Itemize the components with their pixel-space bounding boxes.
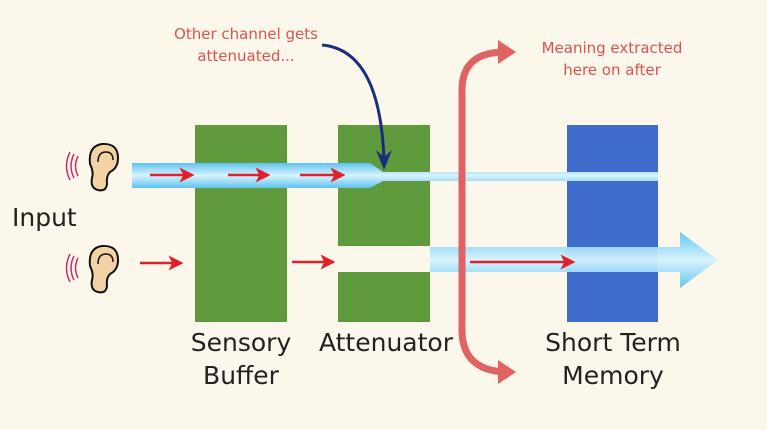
short-term-memory-block	[567, 125, 658, 322]
meaning-boundary-bracket	[458, 48, 509, 376]
attenuator-label: Attenuator	[319, 328, 454, 357]
meaning-note-line2: here on after	[563, 61, 661, 79]
sensory-buffer-label-line2: Buffer	[203, 361, 280, 390]
ear-icon	[65, 142, 120, 192]
bracket-arrowhead-bottom	[498, 360, 516, 384]
short-term-memory-label-line2: Memory	[562, 361, 664, 390]
bracket-arrowhead-top	[498, 40, 516, 64]
attenuated-note-line1: Other channel gets	[174, 25, 318, 43]
ear-icon	[65, 244, 120, 294]
attenuator-block-bottom	[338, 272, 430, 322]
input-label: Input	[12, 203, 77, 232]
sensory-buffer-block	[195, 125, 287, 322]
short-term-memory-label-line1: Short Term	[545, 328, 681, 357]
meaning-note-line1: Meaning extracted	[542, 39, 683, 57]
attenuation-arrowhead	[376, 150, 392, 170]
sensory-buffer-label-line1: Sensory	[191, 328, 292, 357]
attenuation-annotation-arrow	[321, 43, 386, 161]
attenuated-note-line2: attenuated...	[197, 47, 294, 65]
